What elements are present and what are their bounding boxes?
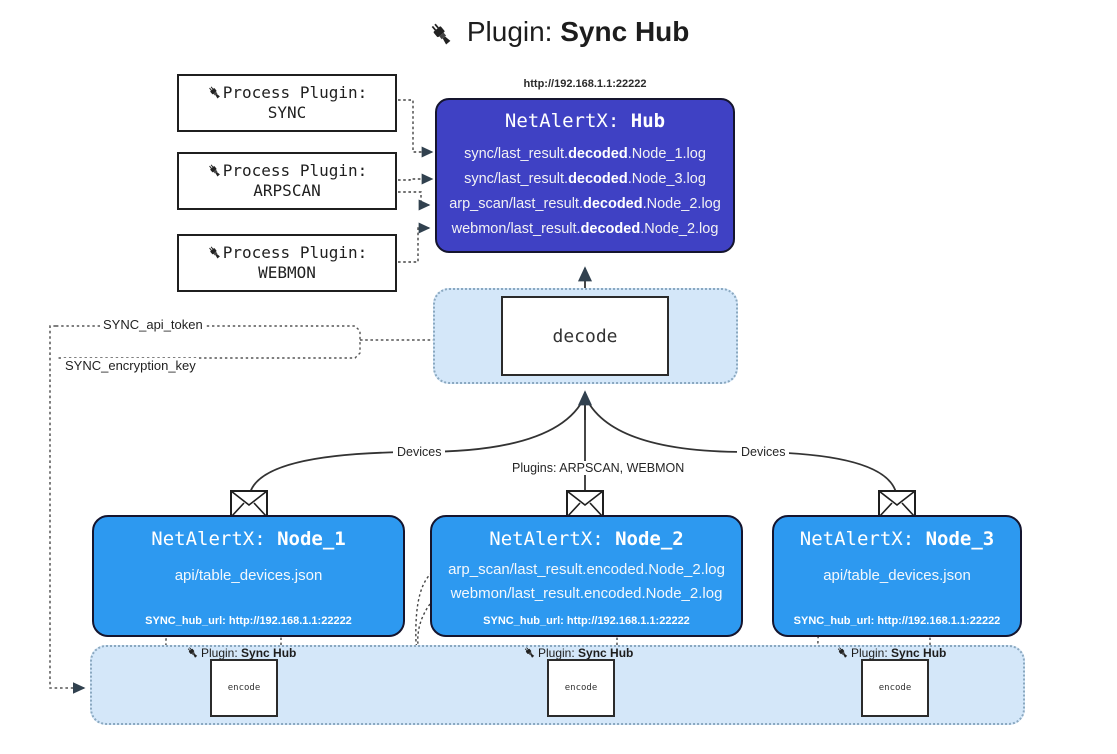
log-prefix: arp_scan/last_result. — [449, 195, 583, 212]
process-plugin-box-arpscan[interactable]: Process Plugin: ARPSCAN — [177, 152, 397, 210]
node-line: api/table_devices.json — [823, 567, 971, 584]
process-plugin-name: SYNC — [267, 103, 307, 122]
sync-api-token-label: SYNC_api_token — [100, 317, 206, 332]
node-title-prefix: NetAlertX: — [799, 528, 926, 550]
node-line-list: arp_scan/last_result.encoded.Node_2.log … — [448, 558, 725, 615]
log-suffix: .Node_2.log — [642, 195, 721, 212]
hub-url-label: http://192.168.1.1:22222 — [523, 78, 647, 90]
hub-log-line: sync/last_result.decoded.Node_1.log — [464, 142, 706, 167]
encode-label: encode — [227, 683, 261, 693]
node-setting-hub-url: SYNC_hub_url: http://192.168.1.1:22222 — [483, 615, 690, 627]
process-plugin-box-sync[interactable]: Process Plugin: SYNC — [177, 74, 397, 132]
node-title: NetAlertX: Node_1 — [151, 528, 345, 550]
hub-log-line: arp_scan/last_result.decoded.Node_2.log — [449, 192, 721, 217]
plug-icon — [207, 243, 222, 262]
process-plugin-name: ARPSCAN — [253, 181, 321, 200]
node-box-node-2[interactable]: NetAlertX: Node_2 arp_scan/last_result.e… — [430, 515, 743, 637]
plug-icon — [186, 646, 199, 660]
node-line: api/table_devices.json — [174, 567, 323, 584]
node-title: NetAlertX: Node_2 — [489, 528, 683, 550]
hub-title-prefix: NetAlertX: — [504, 110, 631, 132]
node-box-node-1[interactable]: NetAlertX: Node_1 api/table_devices.json… — [92, 515, 405, 637]
log-suffix: .Node_2.log — [640, 220, 719, 237]
node-title: NetAlertX: Node_3 — [800, 528, 994, 550]
plug-icon — [836, 646, 849, 660]
log-prefix: sync/last_result. — [464, 146, 569, 162]
encode-box-node-2[interactable]: encode — [547, 659, 615, 717]
log-suffix: .Node_1.log — [627, 146, 706, 162]
plug-icon — [523, 646, 536, 660]
title-prefix: Plugin: — [466, 16, 561, 47]
sync-encryption-key-label: SYNC_encryption_key — [62, 358, 199, 373]
process-plugin-name: WEBMON — [258, 263, 316, 282]
process-plugin-line1: Process Plugin: — [222, 83, 368, 102]
node-line-list: api/table_devices.json — [175, 564, 323, 615]
envelope-icon-node-2 — [566, 490, 604, 523]
encode-label: encode — [878, 683, 912, 693]
caption-prefix: Plugin: — [851, 646, 892, 660]
encode-box-node-1[interactable]: encode — [210, 659, 278, 717]
edge-label-devices-right: Devices — [737, 445, 790, 459]
caption-prefix: Plugin: — [538, 646, 579, 660]
log-bold: decoded — [568, 146, 628, 162]
node-title-name: Node_1 — [277, 528, 346, 550]
node-line: webmon/last_result.encoded.Node_2.log — [450, 585, 723, 602]
caption-name: Sync Hub — [241, 646, 297, 660]
node-line: arp_scan/last_result.encoded.Node_2.log — [448, 561, 725, 578]
page-title: Plugin: Sync Hub — [0, 16, 1117, 50]
encode-zone-caption-3: Plugin: Sync Hub — [836, 646, 946, 660]
plug-icon — [207, 83, 222, 102]
node-title-prefix: NetAlertX: — [151, 528, 278, 550]
hub-node-box[interactable]: NetAlertX: Hub sync/last_result.decoded.… — [435, 98, 735, 253]
encode-zone-caption-2: Plugin: Sync Hub — [523, 646, 633, 660]
caption-prefix: Plugin: — [201, 646, 242, 660]
hub-title: NetAlertX: Hub — [505, 110, 665, 132]
caption-name: Sync Hub — [891, 646, 947, 660]
node-title-prefix: NetAlertX: — [489, 528, 616, 550]
node-setting-hub-url: SYNC_hub_url: http://192.168.1.1:22222 — [145, 615, 352, 627]
encode-box-node-3[interactable]: encode — [861, 659, 929, 717]
caption-name: Sync Hub — [578, 646, 634, 660]
plug-icon — [207, 161, 222, 180]
log-suffix: .Node_3.log — [627, 170, 706, 187]
edge-label-plugins-center: Plugins: ARPSCAN, WEBMON — [508, 461, 689, 475]
encode-label: encode — [564, 683, 598, 693]
process-plugin-label: Process Plugin: — [207, 161, 368, 181]
hub-log-line: sync/last_result.decoded.Node_3.log — [464, 167, 706, 192]
hub-log-line: webmon/last_result.decoded.Node_2.log — [452, 217, 719, 242]
process-plugin-line1: Process Plugin: — [222, 161, 368, 180]
log-bold: decoded — [568, 170, 628, 187]
log-prefix: webmon/last_result. — [451, 220, 581, 237]
decode-label: decode — [552, 325, 618, 347]
node-line-list: api/table_devices.json — [823, 564, 971, 615]
process-plugin-label: Process Plugin: — [207, 243, 368, 263]
node-title-name: Node_2 — [615, 528, 684, 550]
plug-icon — [428, 19, 461, 49]
log-bold: decoded — [582, 195, 643, 212]
edge-label-devices-left: Devices — [393, 445, 446, 459]
node-title-name: Node_3 — [925, 528, 995, 550]
process-plugin-line1: Process Plugin: — [222, 243, 368, 262]
decode-box[interactable]: decode — [501, 296, 669, 376]
hub-title-name: Hub — [630, 110, 666, 132]
log-bold: decoded — [580, 220, 641, 237]
process-plugin-label: Process Plugin: — [207, 83, 368, 103]
title-plugin-name: Sync Hub — [560, 16, 690, 47]
process-plugin-box-webmon[interactable]: Process Plugin: WEBMON — [177, 234, 397, 292]
encode-zone-caption-1: Plugin: Sync Hub — [186, 646, 296, 660]
node-setting-hub-url: SYNC_hub_url: http://192.168.1.1:22222 — [793, 615, 1001, 627]
envelope-icon-node-1 — [230, 490, 268, 523]
node-box-node-3[interactable]: NetAlertX: Node_3 api/table_devices.json… — [772, 515, 1022, 637]
log-prefix: sync/last_result. — [464, 170, 569, 187]
